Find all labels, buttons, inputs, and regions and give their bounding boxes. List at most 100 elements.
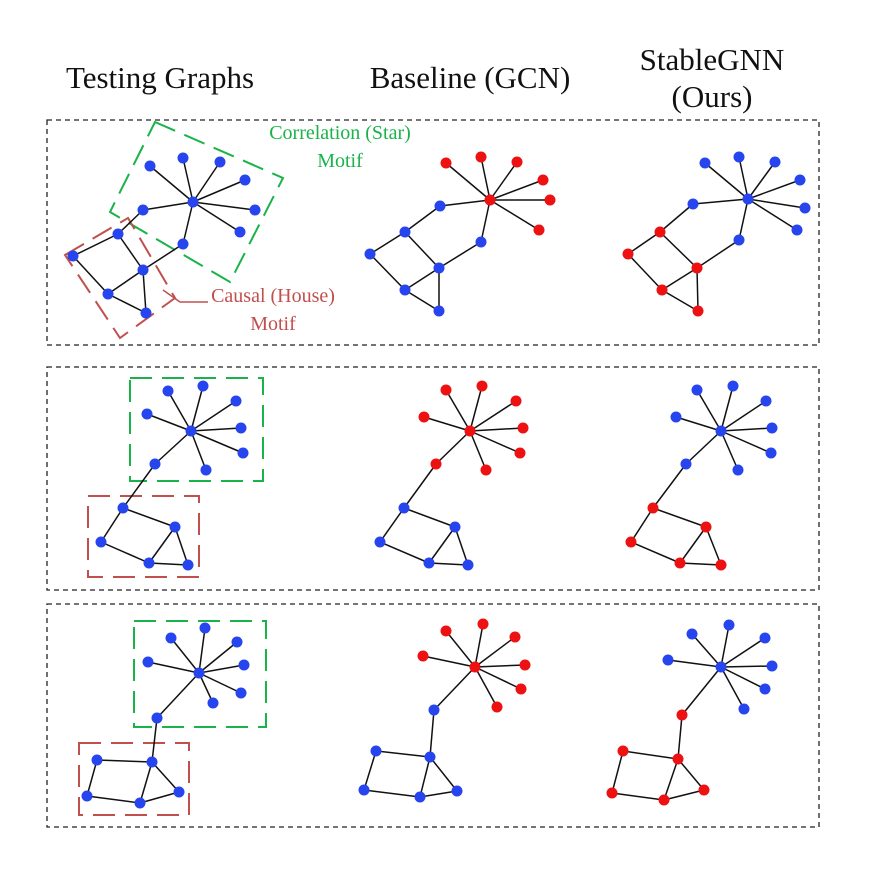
graph-edge xyxy=(720,385,734,432)
graph-edge xyxy=(667,659,722,668)
graph-node-red xyxy=(698,784,710,796)
graph-node-blue xyxy=(197,380,209,392)
graph-edge xyxy=(429,709,435,758)
graph-node-blue xyxy=(423,557,435,569)
graph-edge xyxy=(86,759,98,797)
graph-edge xyxy=(489,199,540,231)
graph-node-red xyxy=(491,701,503,713)
graph-edge xyxy=(720,666,766,690)
graph-node-blue xyxy=(207,697,219,709)
graph-edge xyxy=(696,389,722,432)
panel-row-2 xyxy=(46,366,820,591)
graph-edge xyxy=(100,507,124,543)
graph-edge xyxy=(611,750,624,794)
graph-node-blue xyxy=(81,790,93,802)
graph-node-blue xyxy=(169,521,181,533)
graph-node-blue xyxy=(794,174,806,186)
panel-row-1 xyxy=(46,119,820,346)
graph-edge xyxy=(474,623,484,668)
graph-node-blue xyxy=(715,425,727,437)
graph-edge xyxy=(720,430,772,454)
graph-node-red xyxy=(464,425,476,437)
graph-edge xyxy=(198,672,242,694)
graph-node-blue xyxy=(766,422,778,434)
graph-node-red xyxy=(537,174,549,186)
graph-node-blue xyxy=(687,198,699,210)
graph-node-blue xyxy=(249,204,261,216)
graph-edge xyxy=(747,161,776,200)
graph-node-blue xyxy=(449,521,461,533)
graph-edge xyxy=(198,672,214,704)
graph-edge xyxy=(117,209,144,235)
graph-node-blue xyxy=(143,557,155,569)
graph-node-red xyxy=(544,194,556,206)
graph-node-red xyxy=(517,422,529,434)
graph-edge xyxy=(627,231,661,255)
graph-edge xyxy=(445,389,471,432)
graph-edge xyxy=(720,400,767,432)
graph-node-red xyxy=(691,262,703,274)
graph-node-red xyxy=(672,753,684,765)
graph-edge xyxy=(704,162,749,200)
graph-edge xyxy=(679,562,722,566)
graph-row-1-testing xyxy=(67,152,261,319)
graph-node-blue xyxy=(177,238,189,250)
graph-edge xyxy=(379,507,405,543)
graph-node-blue xyxy=(151,712,163,724)
graph-node-blue xyxy=(358,784,370,796)
graph-edge xyxy=(663,789,705,801)
graph-node-blue xyxy=(680,458,692,470)
graphs-layer xyxy=(67,151,811,809)
graph-edge xyxy=(696,267,699,312)
graph-node-red xyxy=(617,745,629,757)
graph-edge xyxy=(469,427,524,432)
graph-row-2-stable xyxy=(625,380,778,571)
graph-node-red xyxy=(475,151,487,163)
graph-node-red xyxy=(606,787,618,799)
graph-edge xyxy=(182,157,194,203)
graph-node-blue xyxy=(237,447,249,459)
graph-edge xyxy=(139,761,153,804)
graph-edge xyxy=(720,427,773,432)
causal-annotation-connector xyxy=(162,289,208,303)
graph-edge xyxy=(148,562,189,566)
graph-edge xyxy=(720,624,730,668)
graph-node-blue xyxy=(165,632,177,644)
graph-edge xyxy=(627,253,663,291)
graph-node-blue xyxy=(742,193,754,205)
graph-node-blue xyxy=(146,756,158,768)
graph-node-blue xyxy=(117,502,129,514)
graph-node-blue xyxy=(759,632,771,644)
graph-node-blue xyxy=(235,687,247,699)
graph-edge xyxy=(190,430,207,471)
graph-node-red xyxy=(533,224,545,236)
graph-edge xyxy=(435,430,471,465)
graph-node-blue xyxy=(231,636,243,648)
graph-node-red xyxy=(715,559,727,571)
graph-edge xyxy=(474,666,522,690)
graph-node-blue xyxy=(140,307,152,319)
graph-row-3-baseline xyxy=(358,618,531,803)
graph-node-red xyxy=(417,650,429,662)
graph-edge xyxy=(691,633,722,668)
graph-node-blue xyxy=(662,654,674,666)
causal-motif-box-row-3 xyxy=(78,742,190,816)
graph-edge xyxy=(685,430,722,465)
graph-node-blue xyxy=(451,785,463,797)
graph-edge xyxy=(489,179,544,201)
graph-edge xyxy=(747,198,806,209)
graph-edge xyxy=(151,717,158,763)
graph-edge xyxy=(369,253,406,291)
header-stablegnn: StableGNN xyxy=(640,42,785,77)
graph-node-blue xyxy=(699,157,711,169)
graph-edge xyxy=(469,430,521,454)
graph-node-blue xyxy=(670,411,682,423)
graph-node-red xyxy=(477,618,489,630)
panel-row-3 xyxy=(46,603,820,828)
graph-edge xyxy=(100,541,150,564)
graph-node-blue xyxy=(239,174,251,186)
graph-edge xyxy=(661,267,698,291)
graph-edge xyxy=(659,203,694,233)
graph-edge xyxy=(705,526,722,566)
